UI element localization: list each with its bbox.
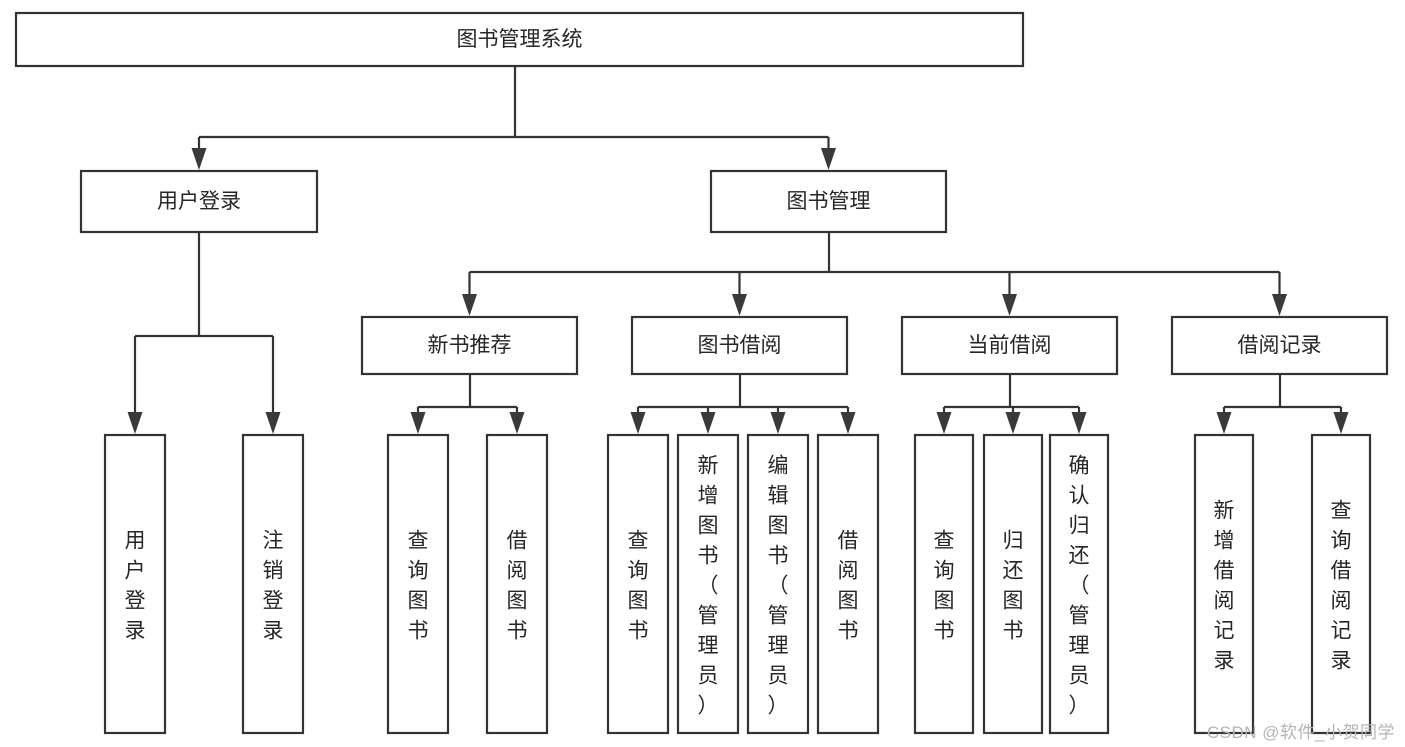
node-borrow-record[interactable]: 借阅记录 (1170, 315, 1389, 376)
node-label-leaf-query-record: 查询借阅记录 (1331, 499, 1352, 672)
node-user-login[interactable]: 用户登录 (79, 169, 319, 234)
node-leaf-add-book[interactable]: 新增图书（管理员） (676, 433, 740, 735)
node-box-leaf-confirm-return[interactable] (1048, 433, 1110, 735)
arrow-head-icon (700, 412, 716, 434)
node-leaf-logout[interactable]: 注销登录 (241, 433, 305, 735)
node-leaf-query-book-2[interactable]: 查询图书 (606, 433, 670, 735)
arrow-head-icon (1005, 412, 1021, 434)
node-box-leaf-return-book[interactable] (982, 433, 1044, 735)
arrow-head-icon (1002, 294, 1017, 316)
node-box-current-borrow[interactable] (900, 315, 1119, 376)
connector-bookborrow-to-leaves (630, 374, 856, 434)
node-leaf-edit-book[interactable]: 编辑图书（管理员） (746, 433, 810, 735)
node-box-borrow-record[interactable] (1170, 315, 1389, 376)
arrow-head-icon (1272, 294, 1287, 316)
connector-root-to-l2 (191, 66, 836, 170)
node-label-root: 图书管理系统 (457, 28, 583, 51)
node-box-leaf-query-book-1[interactable] (386, 433, 450, 735)
node-label-leaf-confirm-return: 确认归还（管理员） (1069, 454, 1090, 717)
node-leaf-borrow-book-2[interactable]: 借阅图书 (816, 433, 880, 735)
connector-newbookrec-to-leaves (410, 374, 525, 434)
arrow-head-icon (1333, 412, 1349, 434)
node-label-leaf-user-login: 用户登录 (125, 529, 146, 642)
node-label-current-borrow: 当前借阅 (968, 334, 1052, 357)
node-leaf-add-record[interactable]: 新增借阅记录 (1193, 433, 1255, 735)
node-new-book-rec[interactable]: 新书推荐 (360, 315, 579, 376)
node-box-leaf-logout[interactable] (241, 433, 305, 735)
node-box-leaf-query-book-3[interactable] (913, 433, 975, 735)
node-label-leaf-logout: 注销登录 (263, 529, 284, 642)
node-current-borrow[interactable]: 当前借阅 (900, 315, 1119, 376)
node-box-root[interactable] (14, 11, 1025, 68)
connector-borrowrecord-to-leaves (1216, 374, 1349, 434)
node-label-leaf-edit-book: 编辑图书（管理员） (768, 454, 789, 717)
node-box-leaf-user-login[interactable] (103, 433, 167, 735)
node-label-borrow-record: 借阅记录 (1238, 334, 1322, 357)
node-box-leaf-add-record[interactable] (1193, 433, 1255, 735)
node-root[interactable]: 图书管理系统 (14, 11, 1025, 68)
arrow-head-icon (509, 412, 525, 434)
connectors-layer (127, 66, 1349, 434)
arrow-head-icon (821, 148, 836, 170)
connector-userlogin-to-leaves (127, 232, 281, 434)
node-label-leaf-return-book: 归还图书 (1003, 529, 1024, 642)
node-label-book-borrow: 图书借阅 (698, 334, 782, 357)
arrow-head-icon (265, 412, 281, 434)
arrow-head-icon (462, 294, 477, 316)
arrow-head-icon (1216, 412, 1232, 434)
node-box-user-login[interactable] (79, 169, 319, 234)
node-label-new-book-rec: 新书推荐 (428, 334, 512, 357)
node-box-new-book-rec[interactable] (360, 315, 579, 376)
node-leaf-borrow-book-1[interactable]: 借阅图书 (485, 433, 549, 735)
arrow-head-icon (127, 412, 143, 434)
node-label-leaf-add-record: 新增借阅记录 (1214, 499, 1235, 672)
arrow-head-icon (630, 412, 646, 434)
node-book-borrow[interactable]: 图书借阅 (630, 315, 849, 376)
node-label-leaf-borrow-book-2: 借阅图书 (838, 529, 859, 642)
arrow-head-icon (936, 412, 952, 434)
arrow-head-icon (770, 412, 786, 434)
arrow-head-icon (410, 412, 426, 434)
node-book-manage[interactable]: 图书管理 (709, 169, 948, 234)
node-label-book-manage: 图书管理 (787, 190, 871, 213)
arrow-head-icon (732, 294, 747, 316)
node-box-leaf-query-book-2[interactable] (606, 433, 670, 735)
node-box-leaf-query-record[interactable] (1310, 433, 1372, 735)
node-leaf-query-record[interactable]: 查询借阅记录 (1310, 433, 1372, 735)
arrow-head-icon (840, 412, 856, 434)
node-label-leaf-query-book-1: 查询图书 (408, 529, 429, 642)
arrow-head-icon (1071, 412, 1087, 434)
nodes-layer: 图书管理系统用户登录图书管理新书推荐图书借阅当前借阅借阅记录用户登录注销登录查询… (14, 11, 1389, 735)
node-label-leaf-borrow-book-1: 借阅图书 (507, 529, 528, 642)
node-label-leaf-query-book-3: 查询图书 (934, 529, 955, 642)
node-box-leaf-borrow-book-2[interactable] (816, 433, 880, 735)
node-leaf-user-login[interactable]: 用户登录 (103, 433, 167, 735)
node-label-user-login: 用户登录 (157, 190, 241, 213)
node-label-leaf-add-book: 新增图书（管理员） (698, 454, 719, 717)
node-leaf-query-book-1[interactable]: 查询图书 (386, 433, 450, 735)
arrow-head-icon (191, 148, 207, 170)
connector-bookmanage-to-l3 (462, 232, 1287, 316)
node-box-leaf-edit-book[interactable] (746, 433, 810, 735)
node-leaf-confirm-return[interactable]: 确认归还（管理员） (1048, 433, 1110, 735)
node-label-leaf-query-book-2: 查询图书 (628, 529, 649, 642)
node-leaf-query-book-3[interactable]: 查询图书 (913, 433, 975, 735)
node-box-leaf-borrow-book-1[interactable] (485, 433, 549, 735)
connector-currentborrow-to-leaves (936, 374, 1087, 434)
node-leaf-return-book[interactable]: 归还图书 (982, 433, 1044, 735)
node-box-leaf-add-book[interactable] (676, 433, 740, 735)
node-box-book-manage[interactable] (709, 169, 948, 234)
node-box-book-borrow[interactable] (630, 315, 849, 376)
